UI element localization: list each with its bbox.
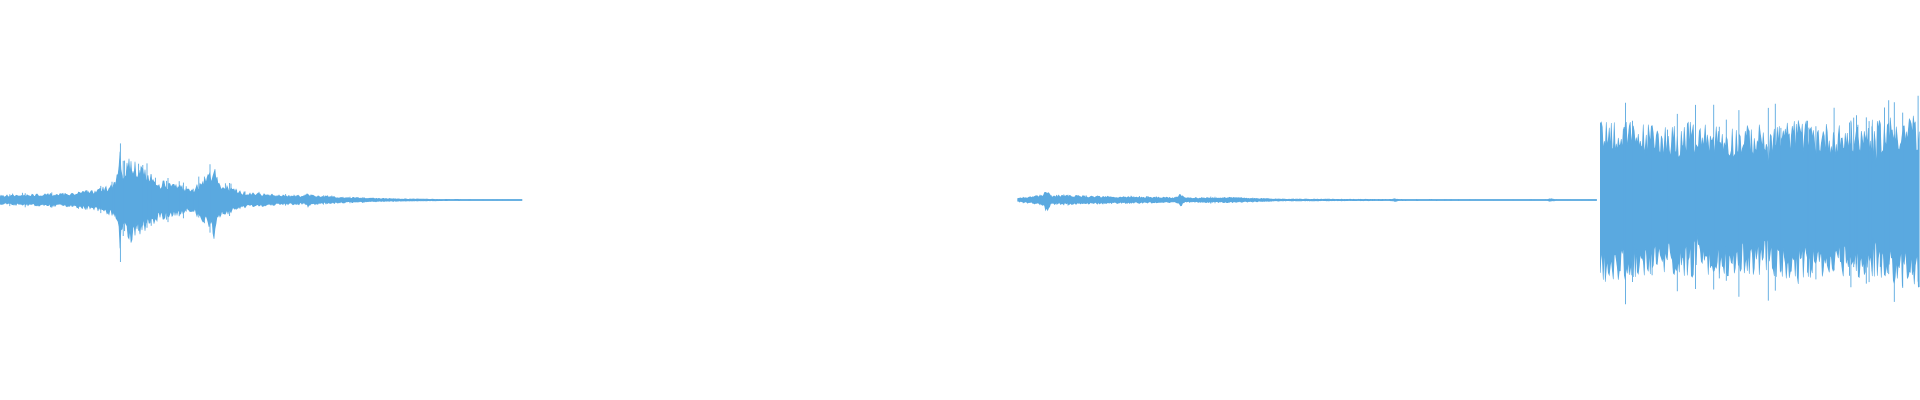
waveform-envelope	[1017, 191, 1597, 212]
waveform-segment-3	[1600, 95, 1920, 305]
waveform-envelope	[1600, 115, 1920, 288]
waveform-bars-group	[0, 95, 1920, 305]
waveform-segment-2	[1017, 191, 1597, 212]
waveform-segment-1	[0, 143, 523, 262]
waveform-envelope	[0, 151, 523, 249]
